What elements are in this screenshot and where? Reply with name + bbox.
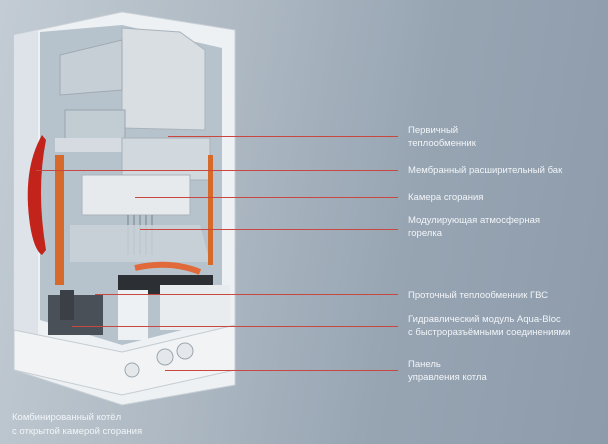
leader-line-control-panel: [165, 370, 398, 372]
label-line: Модулирующая атмосферная: [408, 215, 541, 226]
label-control-panel: Панель управления котла: [408, 358, 487, 384]
leader-line-hydraulic-module: [72, 326, 398, 328]
label-dhw-heat-exchanger: Проточный теплообменник ГВС: [408, 289, 548, 302]
label-line: горелка: [408, 228, 442, 239]
label-line: Первичный: [408, 125, 459, 136]
label-line: теплообменник: [408, 138, 476, 149]
leader-line-expansion-tank: [36, 170, 398, 172]
leader-line-combustion-chamber: [135, 197, 398, 199]
caption-line: с открытой камерой сгорания: [12, 426, 143, 437]
leader-line-primary-heat-exchanger: [168, 136, 398, 138]
leader-line-dhw-heat-exchanger: [95, 294, 398, 296]
label-modulating-burner: Модулирующая атмосферная горелка: [408, 214, 540, 240]
label-line: Камера сгорания: [408, 192, 484, 203]
leader-line-modulating-burner: [140, 229, 398, 231]
label-line: с быстроразъёмными соединениями: [408, 327, 571, 338]
label-line: Мембранный расширительный бак: [408, 165, 563, 176]
label-line: Проточный теплообменник ГВС: [408, 290, 549, 301]
label-line: Панель: [408, 359, 441, 370]
diagram-caption: Комбинированный котёл с открытой камерой…: [12, 411, 142, 439]
label-line: Гидравлический модуль Aqua-Bloc: [408, 314, 561, 325]
label-combustion-chamber: Камера сгорания: [408, 191, 483, 204]
label-hydraulic-module: Гидравлический модуль Aqua-Bloc с быстро…: [408, 313, 570, 339]
caption-line: Комбинированный котёл: [12, 412, 122, 423]
label-expansion-tank: Мембранный расширительный бак: [408, 164, 562, 177]
label-line: управления котла: [408, 372, 487, 383]
label-primary-heat-exchanger: Первичный теплообменник: [408, 124, 476, 150]
